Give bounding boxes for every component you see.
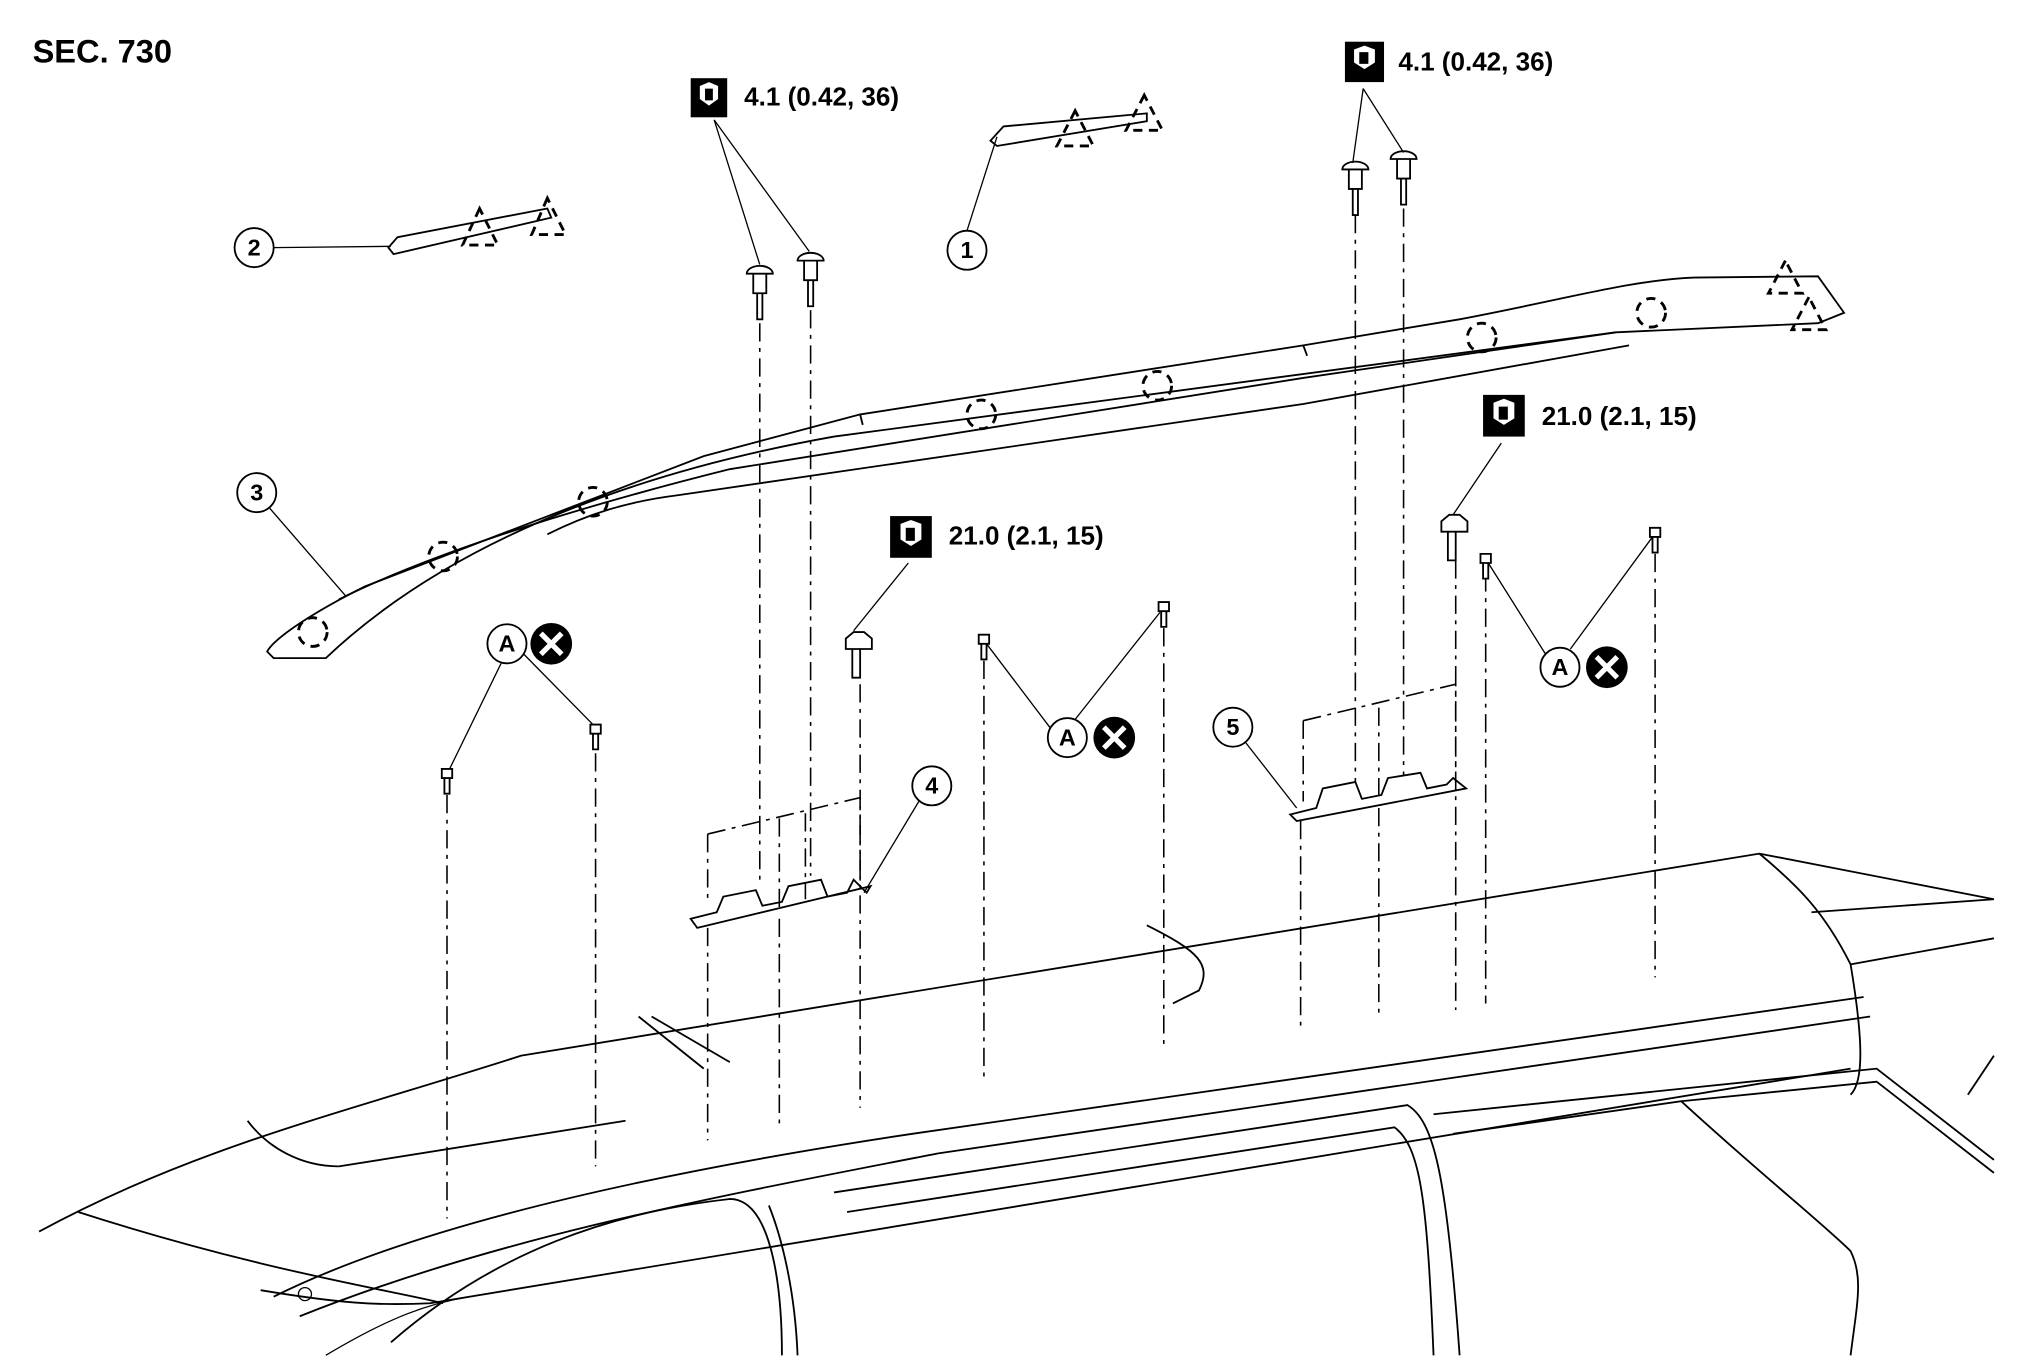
torque-value: 4.1 (0.42, 36)	[744, 82, 899, 112]
section-label: SEC. 730	[33, 34, 172, 70]
rivets	[745, 150, 1418, 321]
bolts	[440, 513, 1662, 795]
vehicle-roof-outline	[38, 852, 1995, 1356]
callout-2: 2	[248, 234, 261, 260]
rail-cover-part-2	[387, 194, 568, 256]
callout-5: 5	[1226, 714, 1239, 740]
torque-value: 21.0 (2.1, 15)	[949, 521, 1104, 551]
reference-a-mark-2: A	[1046, 716, 1136, 759]
leader-lines	[269, 88, 1654, 894]
callout-1: 1	[960, 237, 973, 263]
bracket-part-4	[689, 796, 873, 929]
torque-spec-3: 21.0 (2.1, 15)	[890, 516, 1104, 558]
torque-spec-4: 21.0 (2.1, 15)	[1483, 394, 1697, 437]
roof-rail	[266, 257, 1846, 660]
reference-a-mark-3: A	[1539, 646, 1628, 689]
fastener-axes	[446, 208, 1656, 1219]
svg-text:A: A	[1551, 654, 1568, 680]
reference-a-mark-1: A	[486, 622, 573, 665]
torque-value: 21.0 (2.1, 15)	[1542, 401, 1697, 431]
svg-text:A: A	[498, 631, 515, 657]
rail-cover-part-1	[989, 92, 1165, 148]
torque-value: 4.1 (0.42, 36)	[1398, 46, 1553, 76]
callout-3: 3	[250, 479, 263, 505]
torque-spec-2: 4.1 (0.42, 36)	[1344, 41, 1553, 83]
callout-4: 4	[925, 773, 938, 799]
torque-spec-1: 4.1 (0.42, 36)	[690, 78, 899, 118]
svg-text:A: A	[1059, 724, 1076, 750]
bracket-part-5	[1288, 683, 1469, 823]
